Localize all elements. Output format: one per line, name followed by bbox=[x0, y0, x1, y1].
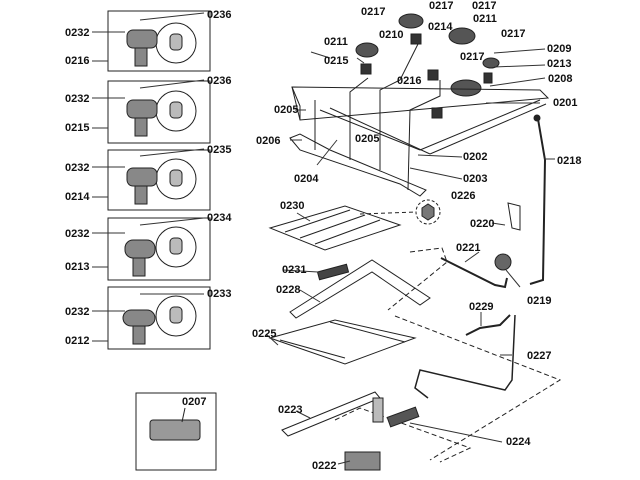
part-label-0231[interactable]: 0231 bbox=[282, 264, 307, 276]
part-label-0210[interactable]: 0210 bbox=[379, 29, 404, 41]
part-label-0236[interactable]: 0236 bbox=[207, 75, 232, 87]
igniter-inset-box bbox=[135, 392, 217, 471]
part-label-0201[interactable]: 0201 bbox=[553, 97, 578, 109]
part-label-0232[interactable]: 0232 bbox=[65, 306, 90, 318]
part-label-0215[interactable]: 0215 bbox=[324, 55, 349, 67]
part-label-0232[interactable]: 0232 bbox=[65, 162, 90, 174]
part-label-0213[interactable]: 0213 bbox=[547, 58, 572, 70]
part-label-0232[interactable]: 0232 bbox=[65, 27, 90, 39]
part-label-0217[interactable]: 0217 bbox=[501, 28, 526, 40]
part-label-0207[interactable]: 0207 bbox=[182, 396, 207, 408]
part-label-0221[interactable]: 0221 bbox=[456, 242, 481, 254]
part-label-0215[interactable]: 0215 bbox=[65, 122, 90, 134]
part-label-0214[interactable]: 0214 bbox=[65, 191, 90, 203]
part-label-0208[interactable]: 0208 bbox=[548, 73, 573, 85]
valve-inset-boxes bbox=[92, 10, 211, 350]
part-label-0222[interactable]: 0222 bbox=[312, 460, 337, 472]
part-label-0217[interactable]: 0217 bbox=[460, 51, 485, 63]
part-label-0212[interactable]: 0212 bbox=[65, 335, 90, 347]
part-label-0223[interactable]: 0223 bbox=[278, 404, 303, 416]
part-label-0217[interactable]: 0217 bbox=[472, 0, 497, 12]
part-label-0211[interactable]: 0211 bbox=[324, 36, 348, 48]
part-label-0218[interactable]: 0218 bbox=[557, 155, 582, 167]
part-label-0216[interactable]: 0216 bbox=[397, 75, 422, 87]
part-label-0203[interactable]: 0203 bbox=[463, 173, 488, 185]
part-label-0232[interactable]: 0232 bbox=[65, 228, 90, 240]
part-label-0202[interactable]: 0202 bbox=[463, 151, 488, 163]
part-label-0235[interactable]: 0235 bbox=[207, 144, 232, 156]
part-label-0214[interactable]: 0214 bbox=[428, 21, 453, 33]
part-label-0220[interactable]: 0220 bbox=[470, 218, 495, 230]
part-label-0232[interactable]: 0232 bbox=[65, 93, 90, 105]
part-label-0229[interactable]: 0229 bbox=[469, 301, 494, 313]
part-label-0225[interactable]: 0225 bbox=[252, 328, 277, 340]
part-label-0217[interactable]: 0217 bbox=[429, 0, 454, 12]
part-label-0216[interactable]: 0216 bbox=[65, 55, 90, 67]
part-label-0209[interactable]: 0209 bbox=[547, 43, 572, 55]
part-label-0213[interactable]: 0213 bbox=[65, 261, 90, 273]
part-label-0226[interactable]: 0226 bbox=[451, 190, 476, 202]
part-label-0206[interactable]: 0206 bbox=[256, 135, 281, 147]
part-label-0205[interactable]: 0205 bbox=[355, 133, 380, 145]
part-label-0236[interactable]: 0236 bbox=[207, 9, 232, 21]
part-label-0224[interactable]: 0224 bbox=[506, 436, 531, 448]
part-label-0230[interactable]: 0230 bbox=[280, 200, 305, 212]
part-label-0234[interactable]: 0234 bbox=[207, 212, 232, 224]
part-label-0227[interactable]: 0227 bbox=[527, 350, 552, 362]
part-label-0205[interactable]: 0205 bbox=[274, 104, 299, 116]
part-label-0233[interactable]: 0233 bbox=[207, 288, 232, 300]
part-label-0217[interactable]: 0217 bbox=[361, 6, 386, 18]
part-label-0211[interactable]: 0211 bbox=[473, 13, 497, 25]
part-label-0228[interactable]: 0228 bbox=[276, 284, 301, 296]
part-label-0219[interactable]: 0219 bbox=[527, 295, 552, 307]
part-label-0204[interactable]: 0204 bbox=[294, 173, 319, 185]
